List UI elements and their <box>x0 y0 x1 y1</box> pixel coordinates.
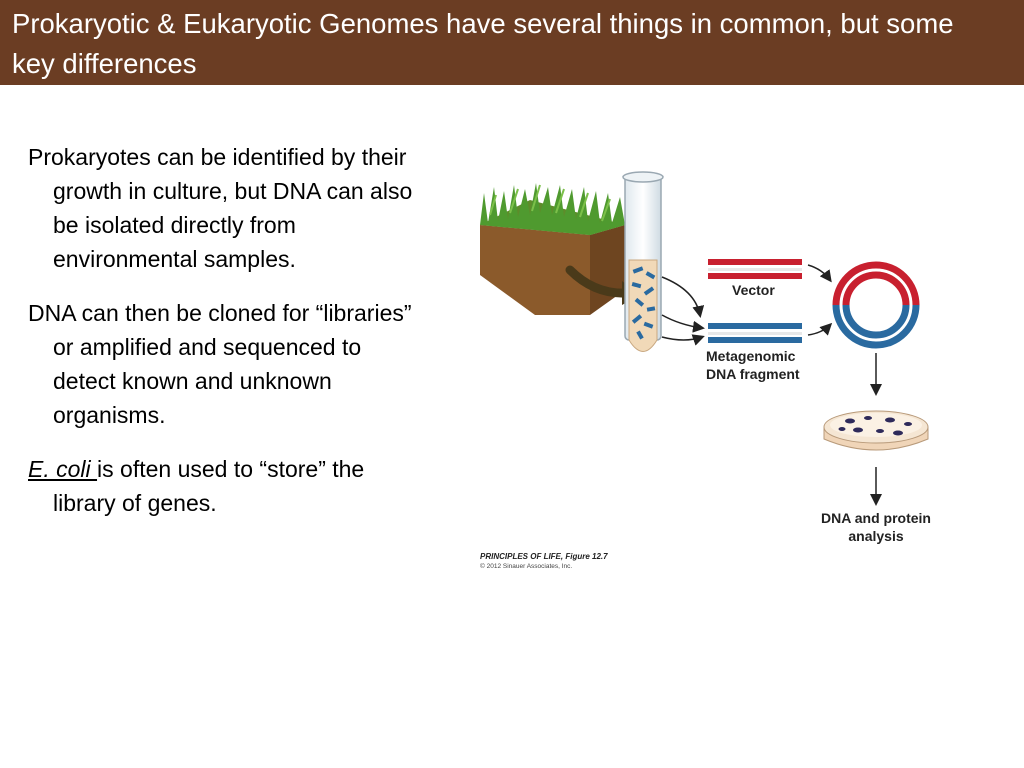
fragment-label-line2: DNA fragment <box>706 366 800 382</box>
petri-dish <box>823 410 929 451</box>
fragment-to-plasmid-arrow <box>807 322 833 336</box>
metagenomics-figure: Vector Metagenomic DNA fragment <box>470 165 990 585</box>
title-bar: Prokaryotic & Eukaryotic Genomes have se… <box>0 0 1024 85</box>
ecoli-term: E. coli <box>28 456 98 482</box>
fragment-label-line1: Metagenomic <box>706 348 796 364</box>
vector-label: Vector <box>732 282 775 298</box>
tube-arrow-1 <box>661 276 705 318</box>
slide-title: Prokaryotic & Eukaryotic Genomes have se… <box>12 8 954 79</box>
figure-copyright: © 2012 Sinauer Associates, Inc. <box>480 562 572 570</box>
analysis-label-line1: DNA and protein <box>821 510 931 526</box>
test-tube <box>622 171 664 352</box>
bullet-list: Prokaryotes can be identified by their g… <box>28 140 418 540</box>
figure-credit: PRINCIPLES OF LIFE, Figure 12.7 <box>480 552 608 561</box>
bullet-item: Prokaryotes can be identified by their g… <box>28 140 418 276</box>
tube-arrow-2 <box>661 314 705 333</box>
recombinant-plasmid <box>832 261 920 349</box>
bullet-text: is often used to “store” the library of … <box>53 456 365 516</box>
soil-sample <box>480 183 625 315</box>
tube-arrow-3 <box>661 334 705 346</box>
metagenomic-dna-fragment <box>708 323 802 343</box>
vector-dna <box>708 259 802 279</box>
bullet-item: E. coli is often used to “store” the lib… <box>28 452 418 520</box>
bullet-text: Prokaryotes can be identified by their g… <box>28 144 413 272</box>
vector-to-plasmid-arrow <box>807 264 832 283</box>
bullet-text: DNA can then be cloned for “libraries” o… <box>28 300 412 428</box>
soil-to-tube-arrow <box>565 265 633 298</box>
analysis-label-line2: analysis <box>848 528 903 544</box>
bullet-item: DNA can then be cloned for “libraries” o… <box>28 296 418 432</box>
